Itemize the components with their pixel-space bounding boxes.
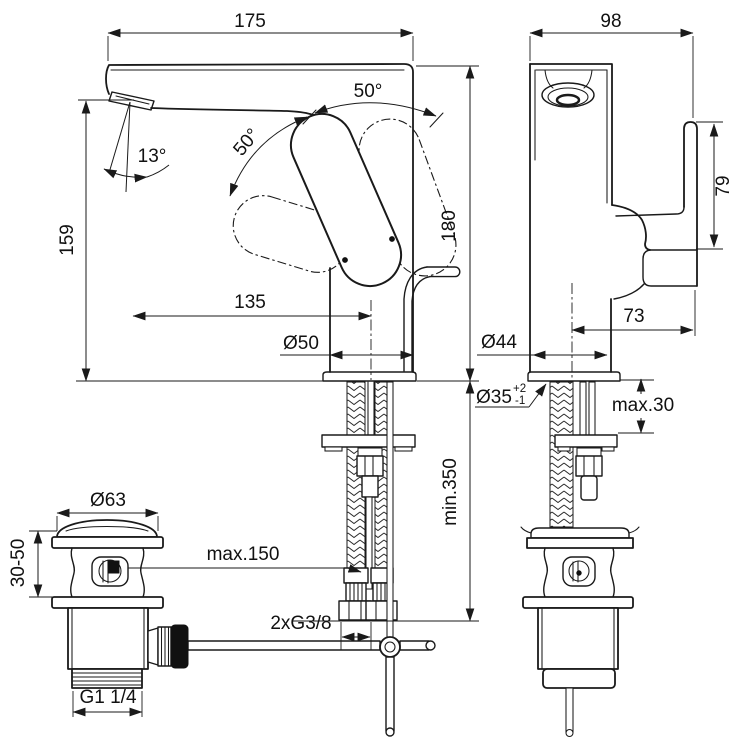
front-supply-hoses: [321, 381, 416, 638]
dim-base-diameter-side: Ø44: [481, 332, 517, 353]
dim-deck-thickness: max.30: [612, 395, 674, 416]
dim-base-diameter-front: Ø50: [283, 333, 319, 354]
dim-clamp-range: 30-50: [8, 539, 29, 588]
aerator-side: [541, 82, 595, 108]
dim-lever-height: 79: [713, 175, 734, 196]
dim-supply-thread: 2xG3/8: [270, 613, 331, 634]
dim-body-height: 180: [439, 210, 460, 242]
dim-waste-thread: G1 1/4: [79, 687, 136, 708]
pop-up-linkage: [187, 636, 436, 737]
lever-window-side: [562, 556, 596, 587]
fixing-nut-side: [575, 455, 603, 477]
lever-window-front: [91, 556, 129, 587]
dim-swing-left: 50°: [230, 125, 265, 161]
dim-aerator-angle: 13°: [138, 146, 167, 167]
dim-hose-length: min.350: [440, 458, 461, 526]
fixing-nut-front: [356, 455, 384, 477]
pull-rod-knob: [403, 266, 461, 372]
dim-plug-diameter: Ø63: [90, 490, 126, 511]
waste-side-view: [520, 526, 640, 738]
mounting-flange-front: [321, 434, 416, 448]
waste-tailpiece: [71, 668, 143, 689]
dimensions: 175 98 159 180 min.350 135 Ø50 13° 50° 5…: [8, 11, 734, 717]
spout-underside: [150, 107, 324, 122]
lever-handle-front: [289, 113, 403, 287]
dim-rod-reach: max.150: [207, 544, 280, 565]
dim-hole-tol-minus: -1: [515, 395, 525, 407]
pop-up-rod-upper: [386, 381, 394, 638]
mounting-flange-side: [554, 434, 618, 448]
handle-phantom-left: [232, 195, 349, 273]
front-view-faucet: [103, 63, 461, 382]
side-view-faucet: [527, 63, 698, 382]
dim-hole-tol-plus: +2: [513, 383, 526, 395]
base-plate-front: [322, 371, 417, 382]
linkage-ball-joint: [379, 636, 401, 658]
dim-overall-depth-side: 98: [600, 11, 621, 32]
dim-hole-diameter: Ø35: [476, 387, 512, 408]
side-supply-hose: [549, 381, 618, 528]
waste-front-view: [51, 519, 189, 689]
dim-overall-width-front: 175: [234, 11, 266, 32]
rod-clamp-knob: [170, 624, 189, 669]
dim-swing-right: 50°: [354, 81, 383, 102]
aerator-front: [108, 91, 155, 111]
waste-plug-cap: [56, 519, 158, 538]
base-plate-side: [527, 371, 621, 382]
lever-handle-side: [683, 121, 698, 287]
dim-spout-height: 159: [57, 224, 78, 256]
dim-lever-reach: 73: [623, 306, 644, 327]
dim-spout-reach: 135: [234, 292, 266, 313]
